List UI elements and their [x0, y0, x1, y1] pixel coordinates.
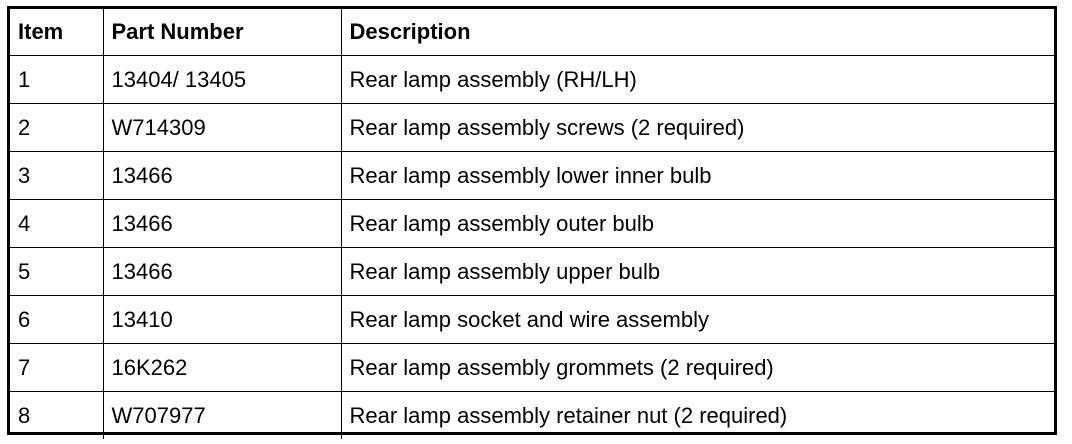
cell-description: Rear lamp assembly retainer nut (2 requi… [340, 391, 1054, 439]
cell-description: Rear lamp assembly (RH/LH) [340, 55, 1054, 104]
cell-description: Rear lamp assembly grommets (2 required) [340, 343, 1054, 392]
table-header-row: Item Part Number Description [10, 9, 1054, 56]
cell-part-number: W707977 [102, 391, 342, 439]
cell-description: Rear lamp socket and wire assembly [340, 295, 1054, 344]
parts-table-container: Item Part Number Description 1 13404/ 13… [7, 6, 1057, 439]
cell-item: 5 [10, 247, 104, 296]
table-row: 5 13466 Rear lamp assembly upper bulb [10, 247, 1054, 296]
cell-description: Rear lamp assembly outer bulb [340, 199, 1054, 248]
table-row: 8 W707977 Rear lamp assembly retainer nu… [10, 391, 1054, 439]
cell-item: 6 [10, 295, 104, 344]
parts-table: Item Part Number Description 1 13404/ 13… [10, 9, 1054, 439]
cell-item: 8 [10, 391, 104, 439]
cell-item: 3 [10, 151, 104, 200]
header-part-number: Part Number [102, 9, 342, 56]
cell-part-number: 13466 [102, 199, 342, 248]
cell-description: Rear lamp assembly upper bulb [340, 247, 1054, 296]
table-row: 6 13410 Rear lamp socket and wire assemb… [10, 295, 1054, 344]
header-item: Item [10, 9, 104, 56]
table-row: 1 13404/ 13405 Rear lamp assembly (RH/LH… [10, 55, 1054, 104]
header-description: Description [340, 9, 1054, 56]
cell-item: 1 [10, 55, 104, 104]
cell-part-number: 13466 [102, 151, 342, 200]
cell-description: Rear lamp assembly screws (2 required) [340, 103, 1054, 152]
table-row: 2 W714309 Rear lamp assembly screws (2 r… [10, 103, 1054, 152]
table-row: 4 13466 Rear lamp assembly outer bulb [10, 199, 1054, 248]
cell-part-number: 13466 [102, 247, 342, 296]
cell-part-number: 13404/ 13405 [102, 55, 342, 104]
cell-item: 2 [10, 103, 104, 152]
table-row: 3 13466 Rear lamp assembly lower inner b… [10, 151, 1054, 200]
table-row: 7 16K262 Rear lamp assembly grommets (2 … [10, 343, 1054, 392]
cell-part-number: W714309 [102, 103, 342, 152]
cell-part-number: 16K262 [102, 343, 342, 392]
cell-item: 7 [10, 343, 104, 392]
cell-item: 4 [10, 199, 104, 248]
cell-description: Rear lamp assembly lower inner bulb [340, 151, 1054, 200]
cell-part-number: 13410 [102, 295, 342, 344]
